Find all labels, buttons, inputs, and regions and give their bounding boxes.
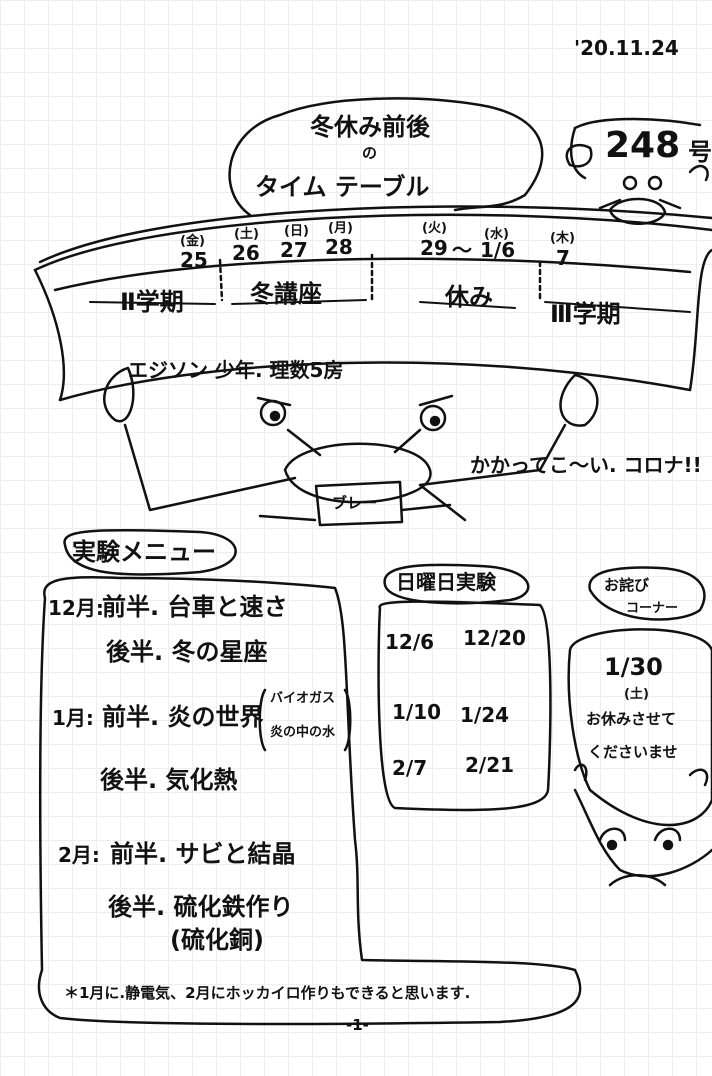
period-term-2: Ⅱ学期 (120, 288, 184, 316)
notice-bubble (588, 566, 706, 621)
issue-suffix: 号 (688, 138, 712, 166)
dow-label: (日) (284, 224, 309, 239)
sunday-date: 1/10 (392, 700, 442, 724)
menu-month: 12月: (48, 596, 104, 620)
tilde: 〜 (452, 238, 472, 262)
menu-month: 2月: (58, 843, 100, 867)
footnote: ＊1月に.静電気、2月にホッカイロ作りもできると思います. (64, 984, 471, 1002)
timeline-band (33, 205, 712, 402)
sunday-date: 2/21 (465, 753, 515, 777)
notice-line: お休みさせて (586, 710, 677, 728)
dow-label: (木) (550, 231, 575, 246)
date-label: 28 (325, 235, 353, 259)
menu-extra: バイオガス (270, 691, 336, 706)
date-label: 25 (180, 248, 208, 272)
period-term-3: Ⅲ学期 (550, 300, 621, 328)
dow-label: (土) (234, 227, 259, 242)
brace-left (258, 688, 267, 752)
period-winter-course: 冬講座 (250, 280, 322, 308)
dow-label: (火) (422, 221, 447, 236)
menu-extra: 炎の中の水 (270, 725, 336, 740)
bug-character (565, 117, 709, 225)
title-line-1: 冬休み前後 (310, 113, 430, 141)
menu-first-half: 前半. 台車と速さ (102, 593, 288, 621)
sunday-date: 2/7 (392, 756, 428, 780)
issue-number: 248 (605, 125, 681, 166)
brace-right (343, 688, 352, 752)
menu-first-half: 前半. 炎の世界 (102, 703, 264, 731)
title-cloud (228, 97, 544, 217)
date-label: 29 (420, 236, 448, 260)
title-line-3: タイム テーブル (255, 173, 430, 201)
sunday-date: 1/24 (460, 703, 510, 727)
sunday-date: 12/20 (463, 626, 526, 650)
date-stamp: '20.11.24 (574, 36, 679, 60)
menu-second-half: 後半. 冬の星座 (106, 638, 268, 666)
date-label: 1/6 (480, 238, 516, 262)
menu-header-bubble (63, 528, 237, 576)
monster-character (103, 366, 599, 527)
menu-first-half: 前半. サビと結晶 (110, 840, 296, 868)
notice-dow: (土) (624, 687, 649, 702)
mask-text: ブレー (332, 494, 378, 512)
notice-date: 1/30 (604, 653, 663, 681)
date-label: 27 (280, 238, 308, 262)
school-name: エジソン 少年. 理数5房 (128, 358, 344, 382)
menu-header: 実験メニュー (72, 538, 216, 566)
sunday-date: 12/6 (385, 630, 435, 654)
menu-second-half: 後半. 硫化鉄作り (108, 893, 294, 921)
notice-subheader: コーナー (626, 601, 679, 616)
frog-face (573, 763, 712, 887)
menu-second-half: 後半. 気化熱 (100, 766, 238, 794)
sunday-box (377, 600, 552, 812)
date-label: 26 (232, 241, 260, 265)
speech-text: かかってこ〜い. コロナ!! (470, 453, 702, 477)
sunday-header: 日曜日実験 (396, 570, 496, 594)
page-number: -1- (346, 1016, 369, 1034)
notice-line: くださいませ (588, 743, 678, 761)
dow-label: (水) (484, 227, 509, 242)
dow-label: (月) (328, 221, 353, 236)
period-holiday: 休み (445, 283, 493, 311)
menu-month: 1月: (52, 706, 94, 730)
menu-third: (硫化銅) (170, 926, 264, 954)
dow-label: (金) (180, 234, 205, 249)
date-label: 7 (556, 246, 570, 270)
notice-creature (567, 628, 712, 827)
menu-box (37, 575, 582, 1026)
notice-header: お詫び (604, 576, 650, 594)
title-line-2: の (362, 144, 378, 162)
